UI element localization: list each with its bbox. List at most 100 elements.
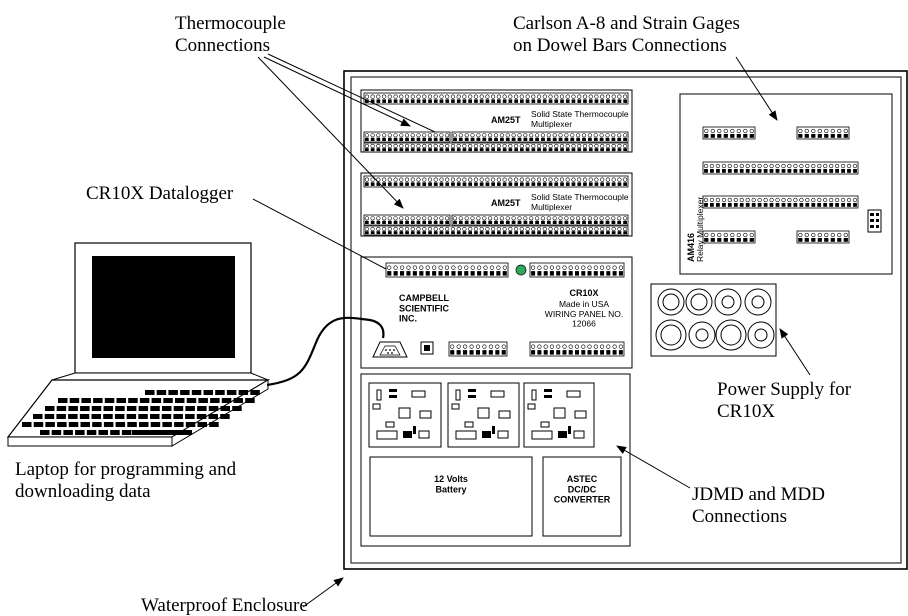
laptop-key xyxy=(198,398,208,403)
laptop-key xyxy=(69,398,80,403)
laptop-key xyxy=(150,422,161,427)
dip-switch-icon xyxy=(867,209,882,233)
laptop-key xyxy=(175,398,185,403)
laptop-key xyxy=(174,422,184,427)
laptop-key xyxy=(185,406,195,411)
cr10x-model-label: CR10X xyxy=(569,288,598,298)
laptop-key xyxy=(220,406,230,411)
laptop-icon xyxy=(6,242,385,447)
terminal-strip xyxy=(796,230,850,244)
laptop-key xyxy=(221,398,232,403)
laptop-key xyxy=(91,414,101,419)
terminal-strip xyxy=(363,175,629,188)
laptop-key xyxy=(115,406,125,411)
terminal-strip xyxy=(363,131,451,143)
serial-port-icon xyxy=(372,341,408,358)
laptop-key xyxy=(126,406,137,411)
terminal-strip xyxy=(363,92,629,105)
jdmd-mdd-board-2 xyxy=(447,382,520,448)
power-supply xyxy=(650,283,777,357)
laptop-key xyxy=(103,414,113,419)
laptop-key xyxy=(58,398,68,403)
laptop-key xyxy=(68,422,79,427)
laptop-key xyxy=(103,422,114,427)
laptop-key xyxy=(139,422,149,427)
laptop-key xyxy=(103,406,113,411)
terminal-strip xyxy=(702,195,859,209)
laptop-key xyxy=(57,422,67,427)
laptop-screen xyxy=(92,256,235,358)
terminal-strip xyxy=(529,262,625,278)
laptop-key xyxy=(215,390,225,395)
laptop-key xyxy=(220,414,230,419)
laptop-key xyxy=(173,414,183,419)
laptop-key xyxy=(33,422,44,427)
terminal-strip xyxy=(451,214,629,226)
am416-description: Relay Multiplexer xyxy=(695,197,705,262)
terminal-strip xyxy=(529,341,625,357)
laptop-key xyxy=(150,406,160,411)
laptop-key xyxy=(68,406,78,411)
waterproof-enclosure xyxy=(343,70,908,570)
laptop-key xyxy=(185,414,195,419)
terminal-strip xyxy=(451,131,629,143)
laptop-key xyxy=(197,422,207,427)
laptop-key xyxy=(250,390,260,395)
laptop-key xyxy=(208,414,218,419)
am25t-model-label: AM25T xyxy=(491,198,521,208)
laptop-key xyxy=(145,390,155,395)
laptop-key xyxy=(56,406,67,411)
enclosure-callout: Waterproof Enclosure xyxy=(141,595,308,616)
laptop-key xyxy=(208,406,219,411)
status-led xyxy=(515,264,527,276)
laptop-key xyxy=(161,414,172,419)
terminal-strip xyxy=(702,126,756,140)
cr10x-datalogger-callout: CR10X Datalogger xyxy=(86,183,234,204)
laptop-key xyxy=(56,414,66,419)
jdmd-mdd-board-1 xyxy=(368,382,442,448)
laptop-key xyxy=(168,390,178,395)
laptop-key xyxy=(45,406,55,411)
laptop-key xyxy=(150,414,160,419)
laptop-key xyxy=(232,406,242,411)
laptop-key xyxy=(51,430,62,435)
laptop-key xyxy=(127,422,137,427)
laptop-key xyxy=(75,430,85,435)
terminal-strip xyxy=(385,262,509,278)
laptop-key xyxy=(115,422,126,427)
terminal-strip xyxy=(363,214,451,226)
laptop-key xyxy=(191,390,202,395)
laptop-key xyxy=(162,406,172,411)
laptop-key xyxy=(114,414,125,419)
laptop-key xyxy=(98,430,108,435)
laptop-key xyxy=(126,414,137,419)
serial-cable xyxy=(266,316,385,387)
laptop-key xyxy=(203,390,213,395)
laptop-key xyxy=(128,398,138,403)
laptop-key xyxy=(226,390,237,395)
laptop-key xyxy=(80,406,90,411)
terminal-strip xyxy=(363,142,629,153)
laptop-key xyxy=(233,398,243,403)
laptop-key xyxy=(186,398,197,403)
laptop-key xyxy=(80,422,90,427)
laptop-key xyxy=(40,430,50,435)
laptop-key xyxy=(138,406,149,411)
am416-relay-multiplexer: AM416 Relay Multiplexer xyxy=(679,93,893,275)
laptop-key xyxy=(163,398,173,403)
laptop-key xyxy=(173,406,184,411)
laptop-key xyxy=(116,398,126,403)
laptop-key xyxy=(238,390,249,395)
laptop-key xyxy=(180,390,190,395)
laptop-key xyxy=(121,430,132,435)
laptop-key xyxy=(196,414,207,419)
laptop-key xyxy=(138,414,148,419)
laptop-key xyxy=(44,414,55,419)
